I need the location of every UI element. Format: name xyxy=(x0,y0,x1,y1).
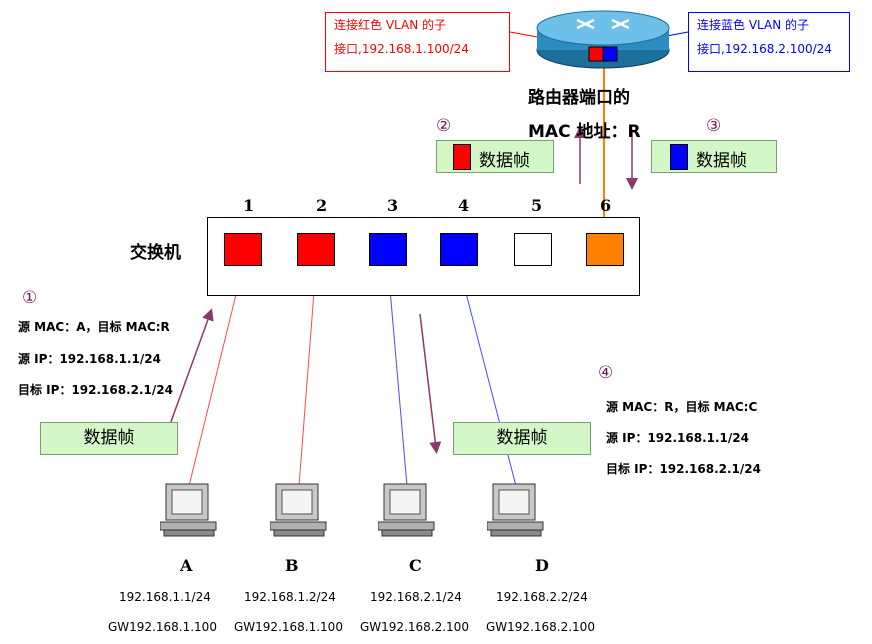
vlan-tag-blue xyxy=(670,144,688,170)
switch-port-1-red xyxy=(224,233,262,266)
frame4-mac-info: 源 MAC：R，目标 MAC:C xyxy=(606,400,758,414)
computer-a-icon xyxy=(160,483,217,537)
red-subinterface-callout: 连接红色 VLAN 的子 接口,192.168.1.100/24 xyxy=(325,12,510,72)
red-callout-line2: 接口,192.168.1.100/24 xyxy=(334,42,469,56)
frame-step2-red-tagged: 数据帧 xyxy=(436,140,554,173)
vlan-tag-red xyxy=(453,144,471,170)
step-3-number: ③ xyxy=(706,116,722,136)
switch-port-4-blue xyxy=(440,233,478,266)
frame-step3-label: 数据帧 xyxy=(696,151,747,171)
cable-b xyxy=(298,265,317,487)
switch-port-6-trunk xyxy=(586,233,624,266)
arrow-step4 xyxy=(419,313,442,454)
router-caption-line2: MAC 地址：R xyxy=(528,122,641,142)
frame1-mac-info: 源 MAC：A，目标 MAC:R xyxy=(18,320,170,334)
switch-label: 交换机 xyxy=(130,243,181,263)
switch-port-3-blue xyxy=(369,233,407,266)
port-number-6: 6 xyxy=(600,196,612,215)
cable-a xyxy=(188,265,244,487)
red-callout-line1: 连接红色 VLAN 的子 xyxy=(334,18,446,32)
computer-c-name: C xyxy=(409,556,422,575)
computer-a-gw: GW192.168.1.100 xyxy=(108,620,217,634)
computer-a-ip: 192.168.1.1/24 xyxy=(119,590,211,604)
switch-body xyxy=(207,217,640,296)
arrow-step1 xyxy=(167,308,214,431)
frame-step2-label: 数据帧 xyxy=(479,151,530,171)
frame1-src-ip: 源 IP：192.168.1.1/24 xyxy=(18,352,161,366)
port-number-1: 1 xyxy=(243,196,255,215)
router-caption-line1: 路由器端口的 xyxy=(528,88,630,108)
step-4-number: ④ xyxy=(598,363,614,383)
computer-d-name: D xyxy=(535,556,549,575)
port-number-3: 3 xyxy=(387,196,399,215)
blue-subinterface-callout: 连接蓝色 VLAN 的子 接口,192.168.2.100/24 xyxy=(688,12,850,72)
frame4-dst-ip: 目标 IP：192.168.2.1/24 xyxy=(606,462,761,476)
blue-callout-line2: 接口,192.168.2.100/24 xyxy=(697,42,832,56)
router-icon xyxy=(536,10,670,69)
frame-step3-blue-tagged: 数据帧 xyxy=(651,140,777,173)
switch-port-2-red xyxy=(297,233,335,266)
computer-d-ip: 192.168.2.2/24 xyxy=(496,590,588,604)
frame-step1: 数据帧 xyxy=(40,422,178,455)
frame-step4-label: 数据帧 xyxy=(496,428,548,448)
computer-c-gw: GW192.168.2.100 xyxy=(360,620,469,634)
cable-c xyxy=(387,265,408,487)
computer-d-gw: GW192.168.2.100 xyxy=(486,620,595,634)
frame4-src-ip: 源 IP：192.168.1.1/24 xyxy=(606,431,749,445)
port-number-2: 2 xyxy=(316,196,328,215)
step-2-number: ② xyxy=(436,116,452,136)
computer-b-gw: GW192.168.1.100 xyxy=(234,620,343,634)
computer-b-icon xyxy=(270,483,327,537)
computer-b-name: B xyxy=(285,556,299,575)
frame-step1-label: 数据帧 xyxy=(83,428,135,448)
switch-port-5-empty xyxy=(514,233,552,266)
computer-c-ip: 192.168.2.1/24 xyxy=(370,590,462,604)
step-1-number: ① xyxy=(22,288,38,308)
frame1-dst-ip: 目标 IP：192.168.2.1/24 xyxy=(18,383,173,397)
computer-b-ip: 192.168.1.2/24 xyxy=(244,590,336,604)
computer-c-icon xyxy=(378,483,435,537)
port-number-5: 5 xyxy=(531,196,543,215)
frame-step4: 数据帧 xyxy=(453,422,591,455)
computer-d-icon xyxy=(487,483,544,537)
blue-callout-line1: 连接蓝色 VLAN 的子 xyxy=(697,18,809,32)
computer-a-name: A xyxy=(180,556,193,575)
port-number-4: 4 xyxy=(458,196,470,215)
